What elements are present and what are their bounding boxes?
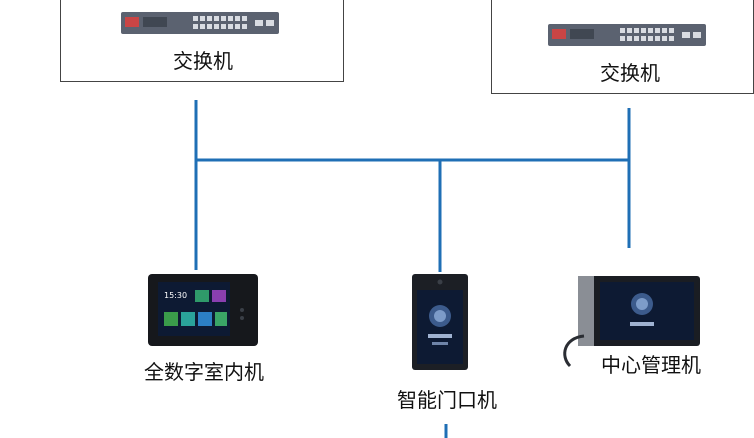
switch-left-box: 交换机 (60, 0, 344, 82)
switch-right-label: 交换机 (600, 61, 660, 85)
svg-text:15:30: 15:30 (164, 291, 187, 300)
door-station-icon (412, 274, 468, 370)
switch-left-icon (121, 12, 279, 34)
door-station-label: 智能门口机 (397, 388, 497, 412)
master-station-icon (563, 276, 700, 368)
switch-right-box: 交换机 (491, 0, 754, 94)
indoor-monitor-icon: 15:30 (148, 274, 258, 346)
indoor-monitor-label: 全数字室内机 (144, 360, 264, 384)
master-station-label: 中心管理机 (601, 353, 701, 377)
switch-right-icon (548, 24, 706, 46)
switch-left-label: 交换机 (173, 49, 233, 73)
